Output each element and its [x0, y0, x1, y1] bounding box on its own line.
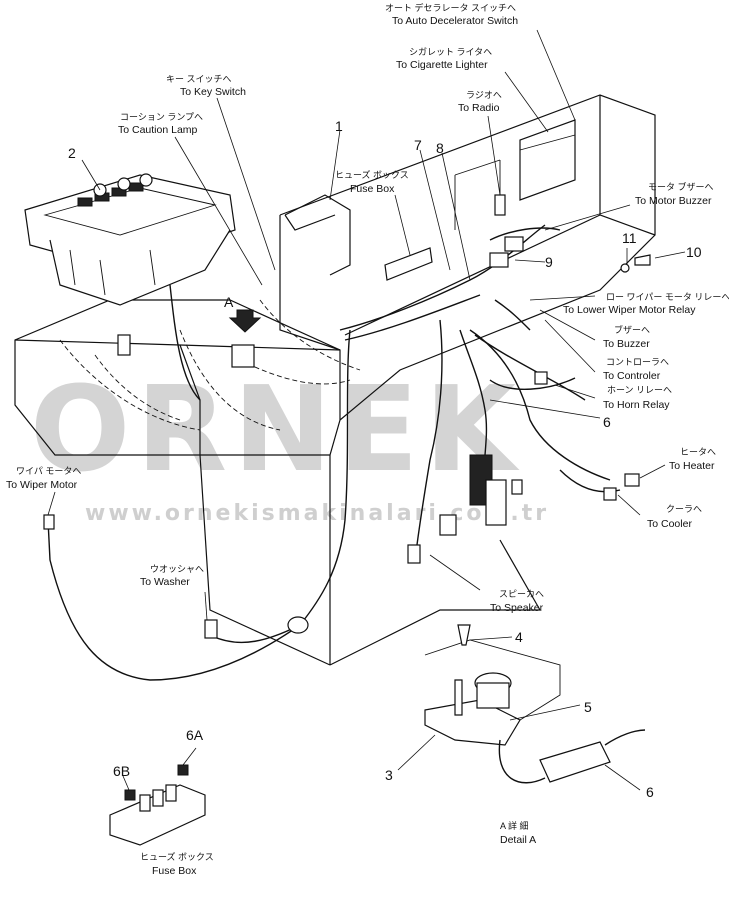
label-heater-jp: ヒータへ: [680, 447, 716, 457]
label-buzzer-jp: ブザーへ: [614, 324, 650, 335]
part-number-10: 10: [686, 244, 702, 260]
watermark-url: www.ornekismakinalari.com.tr: [85, 501, 549, 526]
label-motor-buzzer-en: To Motor Buzzer: [635, 195, 712, 207]
label-fuse-box-jp: ヒューズ ボックス: [335, 169, 409, 180]
label-washer-jp: ウオッシャへ: [150, 564, 204, 574]
watermark-brand: ORNEK: [30, 360, 522, 498]
part-number-8: 8: [436, 140, 444, 156]
part-number-5: 5: [584, 699, 592, 715]
label-horn-relay-en: To Horn Relay: [603, 399, 670, 411]
connectors: [43, 194, 651, 639]
label-controler-jp: コントローラへ: [606, 357, 669, 367]
label-horn-relay-jp: ホーン リレーへ: [607, 385, 672, 395]
label-auto-decel-en: To Auto Decelerator Switch: [392, 15, 518, 27]
label-radio-en: To Radio: [458, 102, 500, 114]
fuse-box-small: [109, 764, 206, 846]
part-number-6b: 6B: [113, 763, 130, 779]
leader-lines: [47, 29, 686, 791]
label-buzzer-en: To Buzzer: [603, 338, 650, 350]
label-motor-buzzer-jp: モータ ブザーへ: [648, 181, 714, 192]
part-number-6-detail: 6: [646, 784, 654, 800]
wire-harness: [47, 224, 621, 681]
label-fuse-box-en: Fuse Box: [350, 183, 395, 195]
switch-panel: [24, 173, 236, 306]
part-number-6a: 6A: [186, 727, 204, 743]
part-number-7: 7: [414, 137, 422, 153]
label-heater-en: To Heater: [669, 460, 715, 472]
part-number-2: 2: [68, 145, 76, 161]
label-speaker-jp: スピーカへ: [499, 589, 544, 599]
part-number-9: 9: [545, 254, 553, 270]
label-key-switch-en: To Key Switch: [180, 86, 246, 98]
label-radio-jp: ラジオへ: [466, 90, 502, 100]
label-fuse-box-bottom-en: Fuse Box: [152, 865, 197, 877]
label-speaker-en: To Speaker: [490, 602, 544, 614]
label-wiper-motor-jp: ワイパ モータへ: [16, 466, 81, 476]
label-fuse-box-bottom-jp: ヒューズ ボックス: [140, 851, 214, 862]
label-wiper-motor-en: To Wiper Motor: [6, 479, 78, 491]
label-lower-wiper-jp: ロー ワイパー モータ リレーへ: [606, 292, 729, 302]
label-caution-lamp-en: To Caution Lamp: [118, 124, 198, 136]
view-marker: A: [224, 294, 234, 310]
part-number-1: 1: [335, 118, 343, 134]
detail-a-drawing: [424, 624, 646, 784]
label-auto-decel-jp: オート デセラレータ スイッチへ: [385, 2, 516, 13]
part-number-6-harness: 6: [603, 414, 611, 430]
part-number-3: 3: [385, 767, 393, 783]
view-arrow-a: A: [224, 294, 262, 333]
label-caution-lamp-jp: コーション ランプへ: [120, 112, 203, 122]
label-cooler-jp: クーラへ: [666, 504, 702, 514]
label-detail-a-jp: A 詳 細: [500, 820, 529, 831]
label-cigarette-jp: シガレット ライタヘ: [409, 47, 492, 57]
part-number-4: 4: [515, 629, 523, 645]
label-key-switch-jp: キー スイッチへ: [166, 74, 232, 84]
label-detail-a-en: Detail A: [500, 834, 536, 846]
part-number-11: 11: [622, 230, 637, 246]
label-cigarette-en: To Cigarette Lighter: [396, 59, 488, 71]
callout-labels: オート デセラレータ スイッチへ To Auto Decelerator Swi…: [6, 2, 729, 877]
label-cooler-en: To Cooler: [647, 518, 692, 530]
label-washer-en: To Washer: [140, 576, 190, 588]
label-lower-wiper-en: To Lower Wiper Motor Relay: [563, 304, 696, 316]
part-numbers: 1 2 3 4 5 6 6 6A 6B 7 8 9 10 11: [68, 118, 702, 800]
watermark: ORNEK www.ornekismakinalari.com.tr: [30, 360, 549, 526]
label-controler-en: To Controler: [603, 370, 661, 382]
